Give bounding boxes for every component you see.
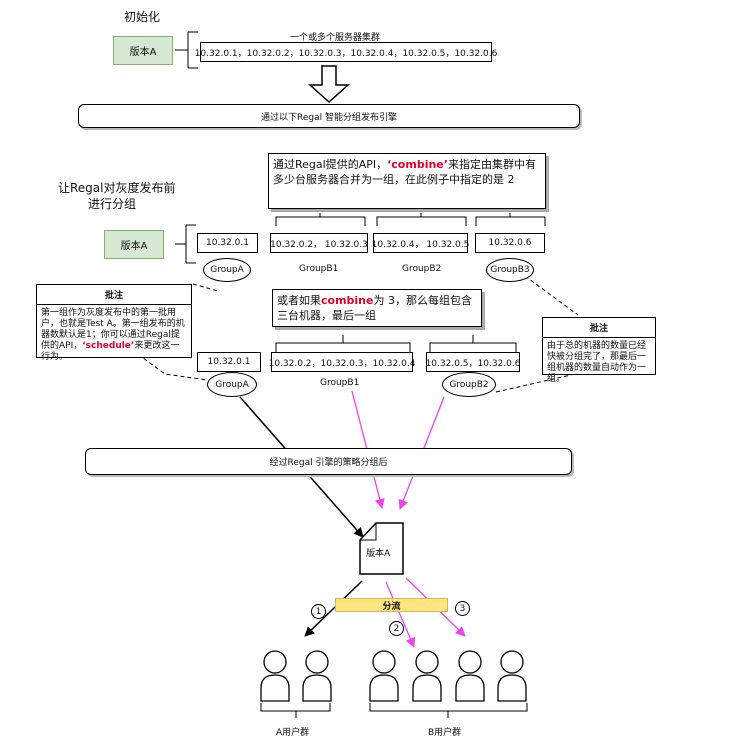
note-left-title: 批注 (37, 285, 191, 305)
row1-left-bracket (175, 224, 196, 264)
version-document-shape (359, 522, 404, 575)
combine-callout: 通过Regal提供的API，‘combine’来指定由集群中有多少台服务器合并为… (268, 153, 546, 209)
user-group-b-bracket (369, 703, 528, 718)
version-document-label: 版本A (366, 549, 391, 559)
note-right-body: 由于总的机器的数量已经快被分组完了，那最后一组机器的数量自动作为一组。 (547, 341, 647, 384)
row2-top-brackets (275, 335, 517, 352)
pre-group-title-line2: 进行分组 (88, 197, 137, 211)
row2-ip-box: 10.32.0.2，10.32.0.3，10.32.0.4 (269, 352, 415, 372)
user-group-b-label: B用户群 (428, 728, 462, 738)
init-title: 初始化 (124, 10, 161, 24)
note-right: 批注 由于总的机器的数量已经快被分组完了，那最后一组机器的数量自动作为一组。 (542, 317, 656, 384)
row1-groupB1-label: GroupB1 (299, 264, 339, 274)
row1-groupB3-ellipse: GroupB3 (486, 258, 534, 282)
row1-ip-box: 10.32.0.1 (197, 233, 258, 253)
cluster-ip-list: 10.32.0.1，10.32.0.2，10.32.0.3，10.32.0.4，… (195, 42, 497, 62)
init-bracket (175, 31, 198, 69)
row1-groupA-ellipse: GroupA (203, 258, 251, 282)
pre-group-version-node: 版本A (104, 230, 164, 259)
route-1-circle: 1 (311, 604, 326, 619)
note-left-keyword: ‘schedule’ (82, 341, 135, 351)
route-2-circle: 2 (389, 621, 404, 636)
row2-ip-box: 10.32.0.1 (197, 352, 261, 372)
user-icon (497, 650, 527, 702)
pre-group-title: 让Regal对灰度发布前 进行分组 (58, 180, 176, 212)
row1-top-brackets (275, 213, 546, 226)
row2-groupB2-ellipse: GroupB2 (442, 372, 496, 397)
row1-ip-box: 10.32.0.6 (475, 233, 545, 253)
callout2-keyword: combine (321, 294, 374, 307)
cluster-caption: 一个或多个服务器集群 (290, 33, 381, 43)
init-version-node: 版本A (113, 36, 173, 65)
row1-groupB2-label: GroupB2 (402, 264, 442, 274)
pre-group-title-line1: 让Regal对灰度发布前 (58, 181, 176, 195)
callout2-text-pre: 或者如果 (277, 294, 321, 307)
note-left: 批注 第一组作为灰度发布中的第一批用户，也就是Test A。第一组发布的机器数默… (36, 284, 192, 362)
note-left-body-pre: 第一组作为灰度发布中的第一批用户，也就是Test A。第一组发布的机器数默认是1… (41, 308, 185, 351)
user-icon (260, 650, 290, 702)
engine-bottom-banner: 经过Regal 引擎的策略分组后 (85, 448, 572, 475)
hollow-down-arrow (308, 65, 350, 104)
note-left-body-post: 来更改这一行为。 (41, 341, 180, 362)
user-icon (369, 650, 399, 702)
callout1-text-post: 来指定由集群中有多少台服务器合并为一组，在此例子中指定的是 2 (273, 158, 536, 186)
engine-top-banner: 通过以下Regal 智能分组发布引擎 (78, 104, 580, 128)
row1-ip-box: 10.32.0.2， 10.32.0.3 (270, 233, 368, 253)
note-right-dash-top (524, 275, 579, 316)
note-right-dash-bottom (495, 371, 585, 393)
callout1-text-pre: 通过Regal提供的API， (273, 158, 388, 171)
row1-ip-box: 10.32.0.4， 10.32.0.5 (372, 233, 469, 253)
route-3-circle: 3 (455, 601, 470, 616)
row2-ip-box: 10.32.0.5，10.32.0.6 (426, 352, 520, 372)
user-icon (302, 650, 332, 702)
user-group-a-bracket (260, 703, 331, 718)
note-left-dash-top (192, 283, 219, 292)
row2-groupB1-label: GroupB1 (320, 378, 360, 388)
split-arrow-2 (385, 581, 416, 648)
note-left-body: 第一组作为灰度发布中的第一批用户，也就是Test A。第一组发布的机器数默认是1… (37, 305, 191, 366)
callout1-keyword: ‘combine’ (387, 158, 448, 171)
note-right-title: 批注 (543, 318, 655, 338)
user-icon (412, 650, 442, 702)
user-icon (455, 650, 485, 702)
split-arrow-1 (304, 580, 363, 637)
user-group-a-label: A用户群 (276, 728, 310, 738)
combine-three-callout: 或者如果combine为 3，那么每组包含三台机器，最后一组 (272, 289, 482, 327)
callout2-text-post: 为 3，那么每组包含三台机器，最后一组 (277, 294, 472, 322)
row2-groupA-ellipse: GroupA (207, 372, 257, 397)
split-bar: 分流 (335, 598, 448, 612)
